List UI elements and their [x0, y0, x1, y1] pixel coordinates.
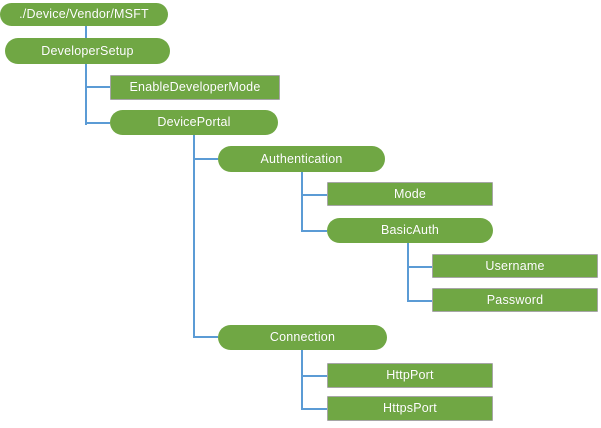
connector-authentication-to-basicauth: [301, 230, 327, 232]
connector-authentication-to-mode: [301, 194, 327, 196]
tree-node-label-mode: Mode: [393, 186, 427, 201]
tree-node-password[interactable]: Password: [432, 288, 598, 312]
connector-deviceportal-to-authentication: [193, 158, 218, 160]
tree-node-label-developersetup: DeveloperSetup: [41, 43, 134, 58]
tree-node-mode[interactable]: Mode: [327, 182, 493, 206]
connector-basicauth-to-username: [407, 242, 409, 301]
tree-node-httpport[interactable]: HttpPort: [327, 363, 493, 388]
connector-connection-to-httpport: [301, 349, 303, 409]
connector-developersetup-to-deviceportal: [85, 122, 110, 124]
tree-node-connection[interactable]: Connection: [218, 325, 387, 350]
tree-node-username[interactable]: Username: [432, 254, 598, 278]
connector-deviceportal-to-authentication: [193, 134, 195, 338]
tree-node-label-deviceportal: DevicePortal: [157, 115, 231, 130]
connector-developersetup-to-enabledevelopermode: [85, 86, 110, 88]
tree-node-label-httpsport: HttpsPort: [383, 401, 437, 416]
tree-node-label-basicauth: BasicAuth: [380, 223, 440, 238]
connector-deviceportal-to-connection: [193, 336, 218, 338]
tree-node-deviceportal[interactable]: DevicePortal: [110, 110, 278, 135]
tree-node-label-httpport: HttpPort: [386, 368, 434, 383]
tree-node-developersetup[interactable]: DeveloperSetup: [5, 38, 170, 64]
tree-node-label-username: Username: [485, 258, 545, 273]
connector-connection-to-httpsport: [301, 408, 327, 410]
tree-node-label-root: ./Device/Vendor/MSFT: [19, 7, 149, 22]
connector-connection-to-httpport: [301, 375, 327, 377]
connector-authentication-to-mode: [301, 171, 303, 231]
connector-developersetup-to-enabledevelopermode: [85, 63, 87, 125]
tree-node-root[interactable]: ./Device/Vendor/MSFT: [0, 3, 168, 26]
tree-node-enabledevelopermode[interactable]: EnableDeveloperMode: [110, 75, 280, 100]
connector-basicauth-to-password: [407, 300, 432, 302]
tree-node-label-connection: Connection: [269, 330, 336, 345]
tree-node-label-enabledevelopermode: EnableDeveloperMode: [129, 80, 261, 95]
connector-root-to-developersetup: [85, 25, 87, 39]
tree-node-label-authentication: Authentication: [260, 151, 343, 166]
connector-basicauth-to-username: [407, 266, 432, 268]
tree-node-httpsport[interactable]: HttpsPort: [327, 396, 493, 421]
tree-node-authentication[interactable]: Authentication: [218, 146, 385, 172]
tree-node-basicauth[interactable]: BasicAuth: [327, 218, 493, 243]
tree-node-label-password: Password: [486, 292, 544, 307]
